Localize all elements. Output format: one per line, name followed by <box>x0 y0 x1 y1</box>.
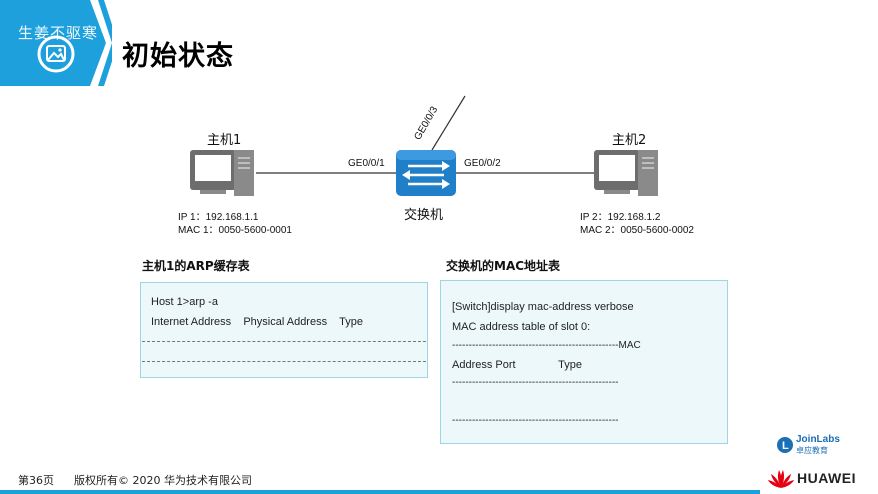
mac-line-1: [Switch]display mac-address verbose <box>452 301 634 313</box>
host2-ip: IP 2：192.168.1.2 <box>580 212 661 223</box>
joinlabs-text: JoinLabs <box>796 434 840 445</box>
switch-name: 交换机 <box>404 208 444 223</box>
mac-line-4: Address Port Type <box>452 359 583 371</box>
header-banner: 生姜不驱寒 <box>0 0 112 86</box>
page-number: 第36页 <box>18 474 54 487</box>
huawei-brand-text: HUAWEI <box>797 470 856 486</box>
mac-line-5: ----------------------------------------… <box>452 377 619 388</box>
copyright: 版权所有© 2020 华为技术有限公司 <box>74 474 252 487</box>
host2-mac: MAC 2：0050-5600-0002 <box>580 225 694 236</box>
banner-graphic <box>0 0 112 86</box>
arp-table-box <box>140 282 428 378</box>
arp-table-title: 主机1的ARP缓存表 <box>142 259 250 273</box>
host1-computer-icon <box>190 150 254 196</box>
port-ge001-label: GE0/0/1 <box>348 158 385 169</box>
host2-name: 主机2 <box>612 133 647 148</box>
arp-divider-1 <box>142 341 426 342</box>
host1-ip: IP 1：192.168.1.1 <box>178 212 259 223</box>
svg-text:L: L <box>782 440 789 452</box>
page-title: 初始状态 <box>122 41 234 72</box>
port-ge002-label: GE0/0/2 <box>464 158 501 169</box>
arp-line-2: Internet Address Physical Address Type <box>151 316 363 328</box>
mac-table-box <box>440 280 728 444</box>
image-icon <box>37 35 75 73</box>
watermark-text: 生姜不驱寒 <box>18 24 99 42</box>
huawei-logo-icon <box>768 470 794 488</box>
arp-line-1: Host 1>arp -a <box>151 296 218 308</box>
switch-icon <box>396 150 456 196</box>
mac-line-2: MAC address table of slot 0: <box>452 321 591 333</box>
bottom-accent-bar <box>0 490 760 494</box>
mac-line-3: ----------------------------------------… <box>452 340 641 351</box>
mac-table-title: 交换机的MAC地址表 <box>446 259 561 273</box>
joinlabs-icon: L <box>777 437 793 453</box>
link-switch-ge003 <box>431 95 466 151</box>
host2-computer-icon <box>594 150 658 196</box>
mac-line-6: ----------------------------------------… <box>452 415 619 426</box>
host1-mac: MAC 1：0050-5600-0001 <box>178 225 292 236</box>
host1-name: 主机1 <box>207 133 242 148</box>
joinlabs-subtext: 卓应教育 <box>796 446 828 455</box>
arp-divider-2 <box>142 361 426 362</box>
